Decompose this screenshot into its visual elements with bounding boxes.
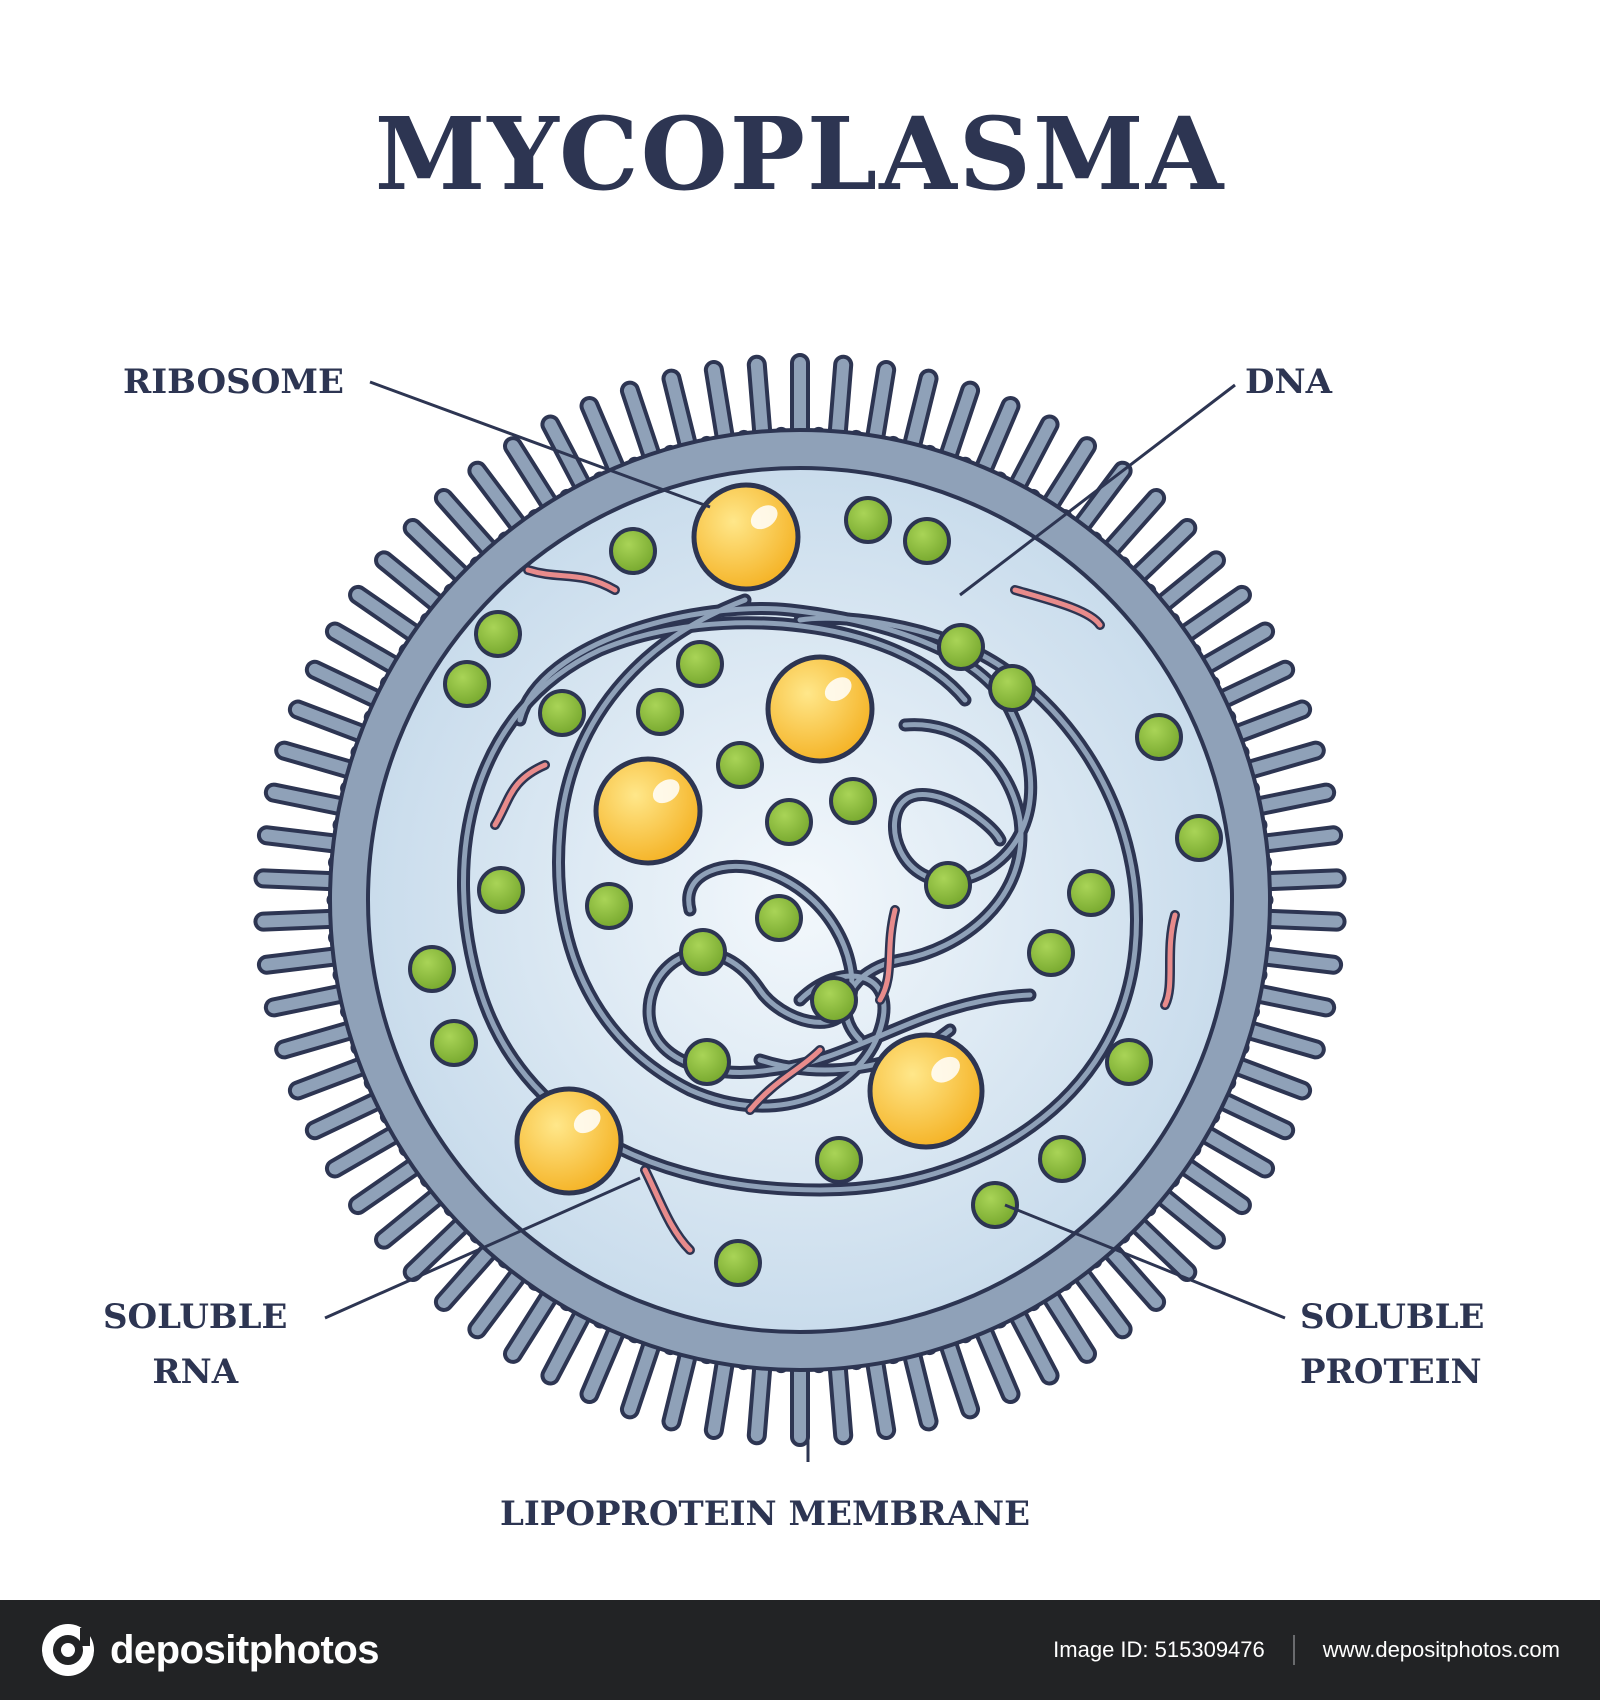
soluble-protein <box>538 689 586 737</box>
soluble-protein <box>585 882 633 930</box>
soluble-protein <box>679 928 727 976</box>
soluble-protein <box>716 741 764 789</box>
soluble-protein <box>1067 869 1115 917</box>
footer-separator <box>1292 1635 1295 1665</box>
ribosome <box>867 1032 985 1150</box>
soluble-protein <box>765 798 813 846</box>
soluble-protein <box>815 1136 863 1184</box>
soluble-protein <box>844 496 892 544</box>
soluble-protein <box>1135 713 1183 761</box>
footer-bar: depositphotos Image ID: 515309476 www.de… <box>0 1600 1600 1700</box>
label-soluble-protein-line2: PROTEIN <box>1300 1352 1482 1392</box>
leader-lines <box>324 380 1286 1462</box>
leader-soluble-rna <box>324 1176 641 1320</box>
diagram-title: MYCOPLASMA <box>374 95 1226 213</box>
soluble-protein <box>474 610 522 658</box>
ribosome <box>514 1086 624 1196</box>
brand[interactable]: depositphotos <box>40 1622 380 1678</box>
soluble-protein <box>810 976 858 1024</box>
soluble-protein <box>829 777 877 825</box>
soluble-protein <box>676 640 724 688</box>
soluble-protein <box>755 894 803 942</box>
soluble-protein <box>408 945 456 993</box>
brand-name: depositphotos <box>110 1627 380 1672</box>
soluble-protein <box>924 861 972 909</box>
depositphotos-logo-icon <box>42 1624 94 1676</box>
label-lipoprotein-membrane: LIPOPROTEIN MEMBRANE <box>500 1494 1031 1534</box>
soluble-protein <box>1105 1038 1153 1086</box>
soluble-protein <box>443 660 491 708</box>
ribosome <box>593 756 703 866</box>
image-id: Image ID: 515309476 <box>1053 1637 1265 1662</box>
ribosomes <box>514 482 985 1196</box>
soluble-protein <box>903 517 951 565</box>
soluble-protein <box>1038 1135 1086 1183</box>
ribosome <box>765 654 875 764</box>
label-ribosome: RIBOSOME <box>123 362 344 402</box>
soluble-protein <box>430 1019 478 1067</box>
leader-soluble-protein <box>1004 1203 1286 1320</box>
site-url[interactable]: www.depositphotos.com <box>1322 1637 1560 1662</box>
ribosome <box>691 482 801 592</box>
soluble-protein <box>937 623 985 671</box>
mycoplasma-diagram <box>253 353 1347 1462</box>
leader-ribosome <box>369 380 711 509</box>
soluble-protein <box>971 1181 1019 1229</box>
soluble-protein <box>609 527 657 575</box>
soluble-protein <box>988 664 1036 712</box>
soluble-protein <box>1027 929 1075 977</box>
soluble-rna-strands <box>490 565 1180 1255</box>
dna-strands <box>457 593 1143 1197</box>
soluble-protein <box>636 688 684 736</box>
soluble-protein <box>477 866 525 914</box>
soluble-protein <box>683 1038 731 1086</box>
label-soluble-protein-line1: SOLUBLE <box>1300 1297 1485 1337</box>
label-dna: DNA <box>1245 362 1332 402</box>
label-soluble-rna: SOLUBLE RNA <box>103 1290 287 1400</box>
soluble-protein <box>1175 814 1223 862</box>
label-soluble-protein: SOLUBLE PROTEIN <box>1300 1290 1484 1400</box>
soluble-protein <box>714 1239 762 1287</box>
label-soluble-rna-line1: SOLUBLE <box>103 1297 288 1337</box>
leader-dna <box>959 383 1236 597</box>
footer-meta: Image ID: 515309476 www.depositphotos.co… <box>1053 1600 1560 1700</box>
label-soluble-rna-line2: RNA <box>152 1352 239 1392</box>
soluble-proteins <box>408 496 1223 1287</box>
